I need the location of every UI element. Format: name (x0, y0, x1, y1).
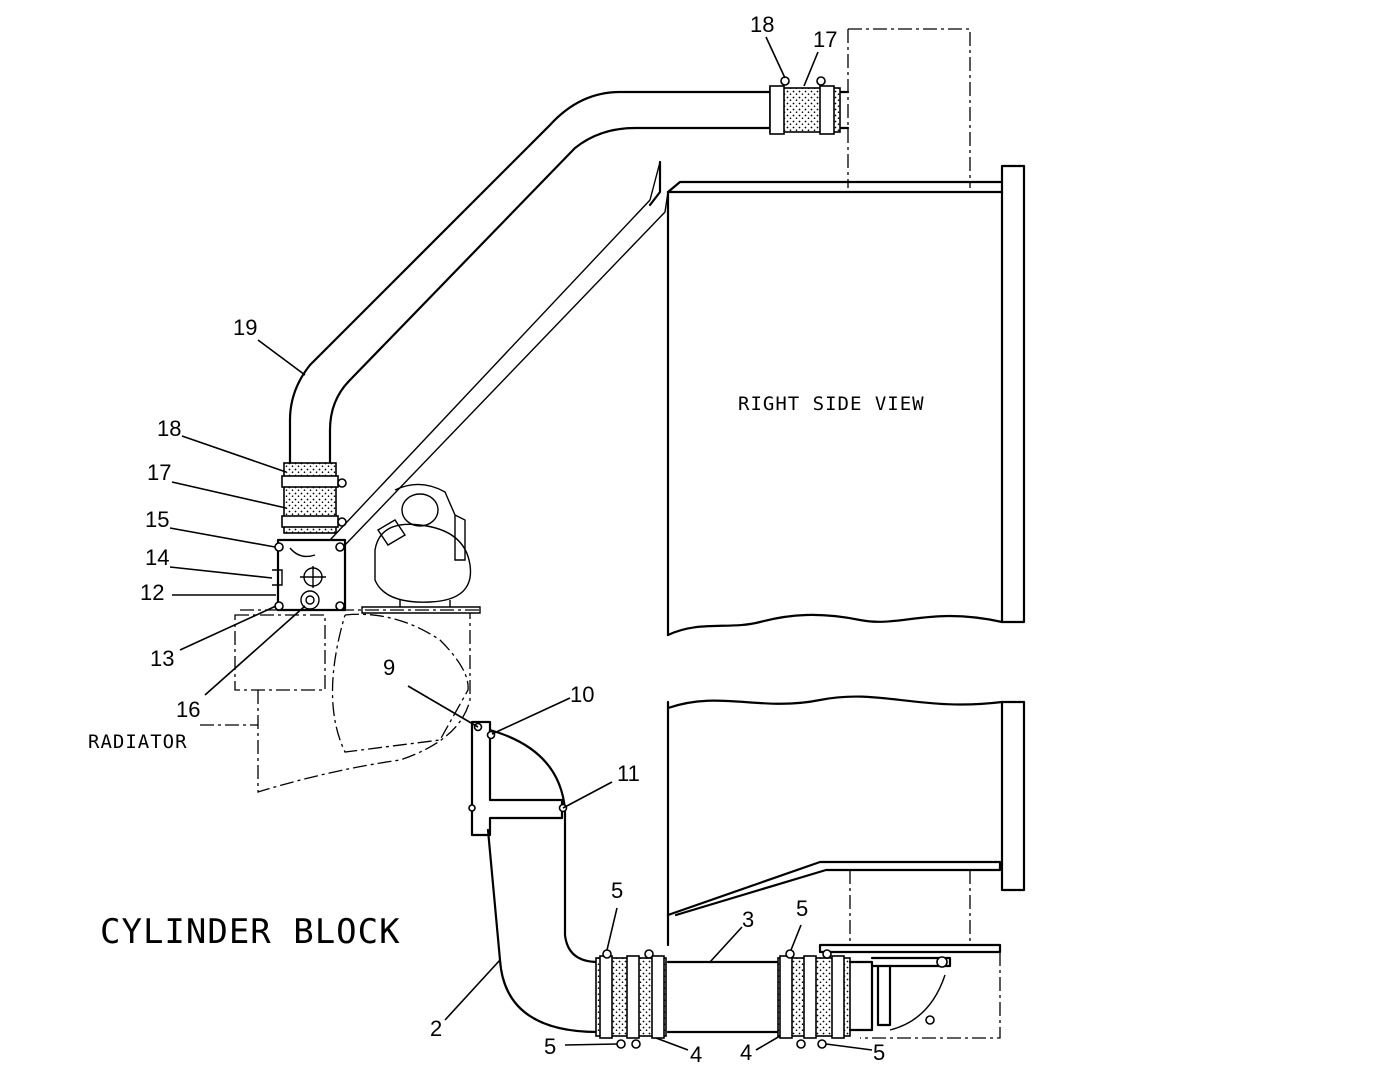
left-hose-clamp-assembly (281, 462, 347, 534)
callout-4-b: 4 (740, 1040, 752, 1065)
callout-19: 19 (233, 315, 257, 340)
lower-right-hose-clamps (777, 949, 851, 1049)
callout-4-a: 4 (690, 1042, 702, 1067)
callout-12: 12 (140, 580, 164, 605)
callout-17-left: 17 (147, 460, 171, 485)
callout-2: 2 (430, 1016, 442, 1041)
top-hose-clamp-assembly (769, 76, 841, 135)
lower-pipe-and-bracket (468, 720, 780, 1034)
lower-left-hose-clamps (595, 949, 667, 1049)
callout-18-left: 18 (157, 416, 181, 441)
callout-9: 9 (383, 655, 395, 680)
callout-10: 10 (570, 682, 594, 707)
upper-tube (288, 90, 850, 465)
callout-3: 3 (742, 907, 754, 932)
upper-tank-outline (847, 28, 971, 188)
outlet-mount (848, 956, 952, 1032)
callout-5-b: 5 (796, 896, 808, 921)
radiator-outline (200, 609, 480, 793)
callout-leaders (169, 36, 873, 1051)
right-side-view-label: RIGHT SIDE VIEW (738, 393, 925, 415)
callout-5-a: 5 (611, 878, 623, 903)
thermostat-housing (272, 538, 347, 612)
callout-5-d: 5 (873, 1040, 885, 1065)
right-side-view-lower-block (666, 695, 1026, 1039)
cylinder-block-label: CYLINDER BLOCK (100, 912, 401, 952)
callout-5-c: 5 (544, 1034, 556, 1059)
water-pump (361, 483, 481, 614)
support-strut (329, 161, 669, 546)
callout-18-top: 18 (750, 12, 774, 37)
radiator-label: RADIATOR (88, 731, 188, 753)
callout-11: 11 (617, 761, 640, 786)
callout-17-top: 17 (813, 27, 837, 52)
right-side-view-upper-block (648, 160, 1026, 637)
callout-14: 14 (145, 545, 169, 570)
callout-16: 16 (176, 697, 200, 722)
callout-13: 13 (150, 646, 174, 671)
callout-15: 15 (145, 507, 169, 532)
